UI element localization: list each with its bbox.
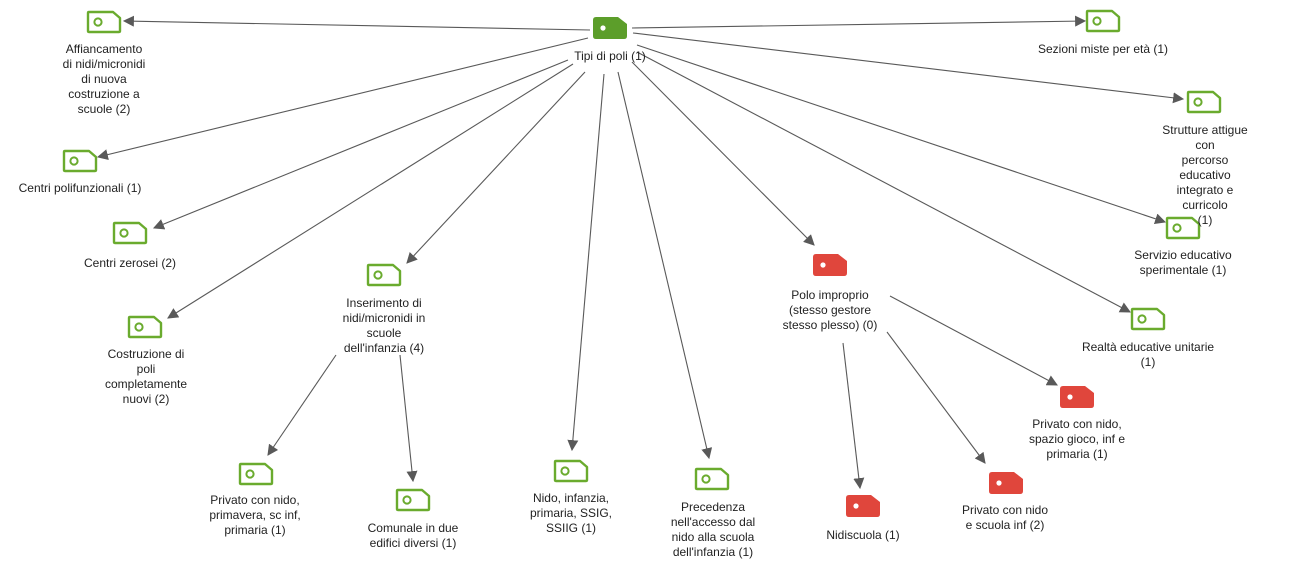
invalid-code-tag-icon[interactable] (989, 472, 1023, 494)
invalid-code-tag-icon[interactable] (1060, 386, 1094, 408)
edge-root-to-costruzione (167, 63, 574, 319)
node-label-privato-nido-primavera[interactable]: Privato con nido, primavera, sc inf, pri… (209, 493, 301, 537)
node-label-polo-improprio[interactable]: Polo improprio (stesso gestore stesso pl… (782, 288, 878, 332)
root-code-tag-icon[interactable] (593, 17, 627, 39)
node-label-inserimento[interactable]: Inserimento di nidi/micronidi in scuole … (342, 296, 426, 355)
edge-root-to-servizio_educativo (636, 44, 1167, 225)
code-tag-icon[interactable] (127, 315, 163, 339)
node-label-nido-infanzia[interactable]: Nido, infanzia, primaria, SSIG, SSIIG (1… (529, 491, 613, 535)
node-label-costruzione[interactable]: Costruzione di poli completamente nuovi … (104, 347, 188, 406)
code-tag-icon[interactable] (553, 459, 589, 483)
node-label-servizio-educativo[interactable]: Servizio educativo sperimentale (1) (1134, 248, 1232, 277)
code-tag-icon[interactable] (1186, 90, 1222, 114)
node-label-strutture-attigue[interactable]: Strutture attigue con percorso educativo… (1162, 123, 1248, 227)
node-label-precedenza[interactable]: Precedenza nell'accesso dal nido alla sc… (670, 500, 756, 559)
node-label-comunale[interactable]: Comunale in due edifici diversi (1) (367, 521, 459, 550)
edge-inserimento-to-comunale (399, 354, 418, 483)
node-label-privato-nido-scuola[interactable]: Privato con nido e scuola inf (2) (961, 503, 1049, 532)
edges-layer (96, 15, 1185, 490)
code-tag-icon[interactable] (1085, 9, 1121, 33)
edge-root-to-precedenza (617, 71, 713, 460)
node-label-nidiscuola[interactable]: Nidiscuola (1) (826, 528, 900, 542)
edge-polo_improprio-to-privato_nido_scuola (886, 331, 986, 464)
edge-root-to-affiancamento (122, 15, 591, 31)
edge-inserimento-to-privato_nido_primavera (267, 354, 337, 456)
code-tag-icon[interactable] (694, 467, 730, 491)
node-label-affiancamento[interactable]: Affiancamento di nidi/micronidi di nuova… (62, 42, 146, 116)
code-tag-icon[interactable] (366, 263, 402, 287)
edge-root-to-centri_polifunzionali (96, 37, 589, 161)
icons-layer (62, 9, 1222, 517)
code-tag-icon[interactable] (395, 488, 431, 512)
edge-polo_improprio-to-nidiscuola (842, 342, 865, 490)
invalid-code-tag-icon[interactable] (813, 254, 847, 276)
node-label-root[interactable]: Tipi di poli (1) (574, 49, 646, 63)
code-tag-icon[interactable] (1130, 307, 1166, 331)
code-tag-icon[interactable] (112, 221, 148, 245)
invalid-code-tag-icon[interactable] (846, 495, 880, 517)
code-tag-icon[interactable] (238, 462, 274, 486)
code-tag-icon[interactable] (86, 10, 122, 34)
node-label-centri-zerosei[interactable]: Centri zerosei (2) (83, 256, 177, 270)
node-label-privato-nido-spazio[interactable]: Privato con nido, spazio gioco, inf e pr… (1028, 417, 1126, 461)
edge-root-to-realta_educative (636, 51, 1131, 313)
node-label-sezioni-miste[interactable]: Sezioni miste per età (1) (1037, 42, 1169, 56)
node-label-realta-educative[interactable]: Realtà educative unitarie (1) (1081, 340, 1215, 369)
edge-root-to-strutture_attigue (632, 32, 1185, 104)
code-tag-icon[interactable] (62, 149, 98, 173)
node-label-centri-polifunzionali[interactable]: Centri polifunzionali (1) (18, 181, 142, 195)
edge-root-to-centri_zerosei (152, 59, 569, 230)
edge-root-to-polo_improprio (631, 61, 815, 246)
edge-root-to-sezioni_miste (631, 15, 1087, 29)
code-tag-icon[interactable] (1165, 216, 1201, 240)
edge-polo_improprio-to-privato_nido_spazio (889, 295, 1058, 386)
edge-root-to-nido_infanzia (567, 73, 605, 452)
edge-root-to-inserimento (406, 71, 586, 264)
